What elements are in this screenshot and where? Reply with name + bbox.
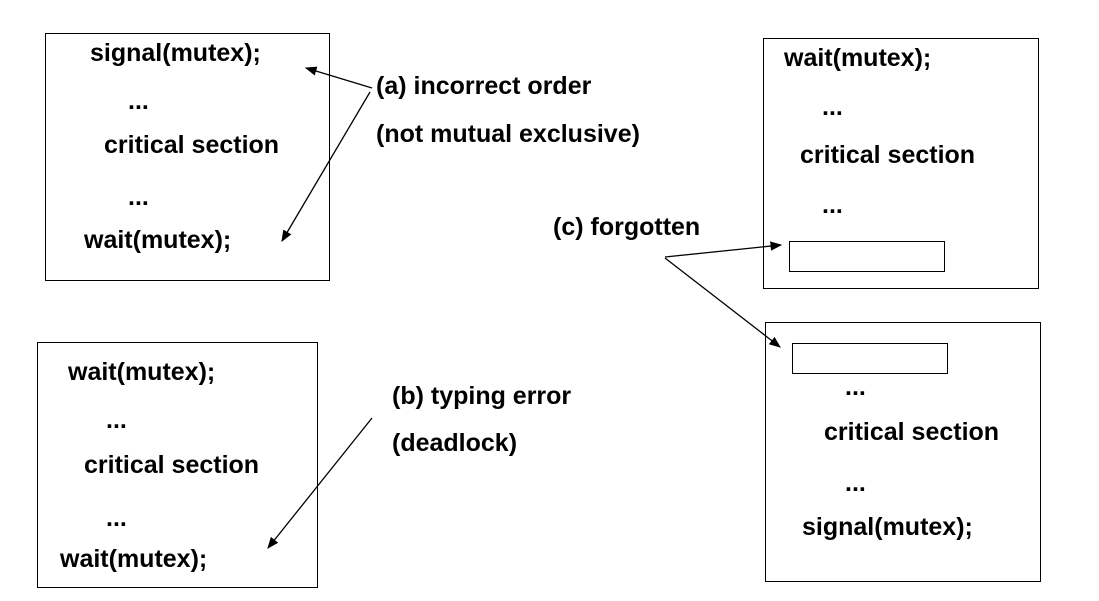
- code-line: ...: [128, 183, 149, 211]
- code-line: wait(mutex);: [784, 44, 932, 72]
- arrow-a-to-signal: [304, 66, 373, 89]
- code-box-a: [45, 33, 330, 281]
- label-b-title: (b) typing error: [392, 382, 572, 410]
- label-c-title: (c) forgotten: [553, 213, 701, 241]
- arrow-c-to-lower-slot: [664, 257, 781, 348]
- code-line: signal(mutex);: [90, 39, 261, 67]
- code-line: ...: [845, 469, 866, 497]
- arrow-b-to-wait: [267, 417, 373, 549]
- code-line: wait(mutex);: [68, 358, 216, 386]
- code-box-b: [37, 342, 318, 588]
- code-line: critical section: [84, 451, 260, 479]
- code-line: ...: [128, 87, 149, 115]
- code-line: wait(mutex);: [84, 226, 232, 254]
- code-line: ...: [822, 93, 843, 121]
- code-line: critical section: [104, 131, 280, 159]
- code-box-c-upper: [763, 38, 1039, 289]
- code-line: ...: [845, 373, 866, 401]
- code-line: wait(mutex);: [60, 545, 208, 573]
- code-line: critical section: [800, 141, 976, 169]
- code-box-c-lower: [765, 322, 1041, 582]
- label-b-subtitle: (deadlock): [392, 429, 518, 457]
- code-line: signal(mutex);: [802, 513, 973, 541]
- label-a-title: (a) incorrect order: [376, 72, 592, 100]
- arrow-c-to-upper-slot: [664, 241, 783, 258]
- empty-statement-slot: [789, 241, 945, 272]
- arrow-a-to-wait: [281, 91, 371, 243]
- code-line: critical section: [824, 418, 1000, 446]
- label-a-subtitle: (not mutual exclusive): [376, 120, 640, 148]
- empty-statement-slot: [792, 343, 948, 374]
- code-line: ...: [822, 191, 843, 219]
- code-line: ...: [106, 406, 127, 434]
- code-line: ...: [106, 504, 127, 532]
